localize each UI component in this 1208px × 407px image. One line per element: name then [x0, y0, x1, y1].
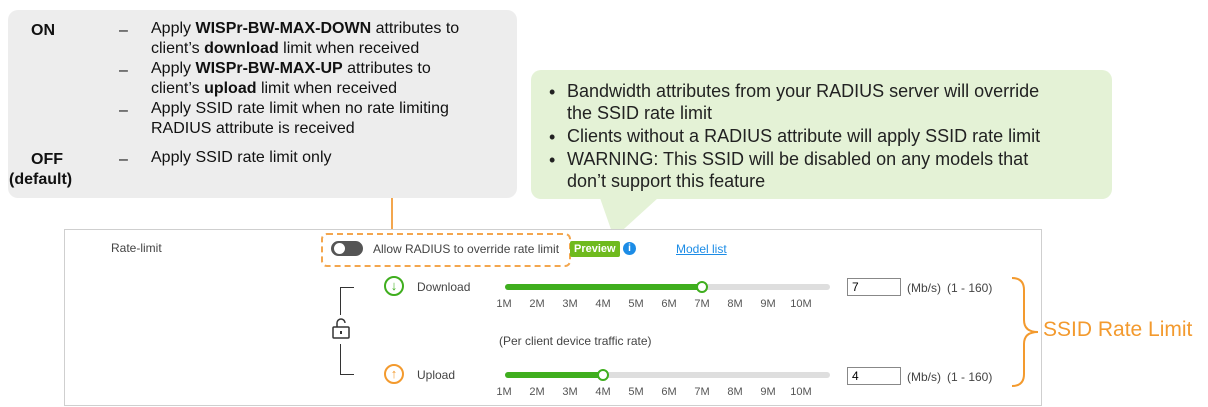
download-slider-thumb[interactable] — [696, 281, 708, 293]
off-key: OFF — [31, 151, 63, 168]
model-list-link[interactable]: Model list — [676, 242, 727, 256]
scale-tick: 8M — [727, 386, 743, 398]
on-item-1-line2: client’s download limit when received — [151, 40, 420, 57]
bracket-top-tick — [340, 287, 354, 288]
callout-item-3-line1: WARNING: This SSID will be disabled on a… — [567, 149, 1029, 169]
bracket-bottom-line — [340, 344, 341, 374]
bracket-top-line — [340, 287, 341, 315]
scale-tick: 1M — [496, 386, 512, 398]
bullet: • — [549, 82, 556, 102]
off-default-label: (default) — [9, 171, 73, 188]
upload-label: Upload — [417, 368, 456, 382]
scale-tick: 2M — [529, 298, 545, 310]
scale-tick: 8M — [727, 298, 743, 310]
download-slider-fill — [505, 284, 702, 290]
scale-tick: 6M — [661, 386, 677, 398]
toggle-knob — [334, 243, 345, 254]
callout-item-2: Clients without a RADIUS attribute will … — [567, 126, 1041, 146]
scale-tick: 9M — [760, 298, 776, 310]
on-item-2-line2: client’s upload limit when received — [151, 80, 397, 97]
upload-slider-track[interactable] — [505, 372, 830, 378]
unlocked-padlock-icon[interactable] — [331, 318, 351, 345]
ssid-rate-limit-annotation: SSID Rate Limit — [1043, 318, 1193, 341]
scale-tick: 7M — [694, 386, 710, 398]
scale-tick: 4M — [595, 298, 611, 310]
scale-tick: 9M — [760, 386, 776, 398]
upload-arrow-icon: ↑ — [384, 364, 404, 384]
radius-callout-box — [531, 70, 1112, 199]
download-range: (1 - 160) — [947, 281, 993, 295]
bullet: • — [549, 150, 556, 170]
dash: – — [119, 102, 128, 119]
annotation-connector — [391, 198, 393, 232]
per-client-note: (Per client device traffic rate) — [499, 334, 652, 348]
upload-slider-fill — [505, 372, 603, 378]
download-label: Download — [417, 280, 471, 294]
scale-tick: 5M — [628, 386, 644, 398]
on-key: ON — [31, 22, 55, 39]
callout-item-1-line1: Bandwidth attributes from your RADIUS se… — [567, 81, 1040, 101]
scale-tick: 4M — [595, 386, 611, 398]
on-item-2-line1: Apply WISPr-BW-MAX-UP attributes to — [151, 60, 431, 77]
rate-limit-label: Rate-limit — [111, 241, 162, 255]
scale-tick: 10M — [790, 386, 812, 398]
preview-badge: Preview — [570, 241, 620, 257]
upload-slider-thumb[interactable] — [597, 369, 609, 381]
toggle-label: Allow RADIUS to override rate limit — [373, 242, 560, 256]
radius-override-explanation-box — [8, 10, 517, 198]
upload-limit-input[interactable] — [847, 367, 901, 385]
scale-tick: 7M — [694, 298, 710, 310]
download-arrow-icon: ↓ — [384, 276, 404, 296]
on-item-3-line1: Apply SSID rate limit when no rate limit… — [151, 100, 449, 117]
callout-item-3-line2: don’t support this feature — [567, 171, 766, 191]
right-brace — [1010, 276, 1042, 393]
upload-range: (1 - 160) — [947, 370, 993, 384]
on-item-1-line1: Apply WISPr-BW-MAX-DOWN attributes to — [151, 20, 460, 37]
dash: – — [119, 151, 128, 168]
download-unit: (Mb/s) — [907, 281, 941, 295]
info-icon[interactable]: i — [623, 242, 636, 255]
bracket-bottom-tick — [340, 374, 354, 375]
callout-item-1-line2: the SSID rate limit — [567, 103, 713, 123]
scale-tick: 5M — [628, 298, 644, 310]
dash: – — [119, 22, 128, 39]
scale-tick: 10M — [790, 298, 812, 310]
scale-tick: 2M — [529, 386, 545, 398]
scale-tick: 3M — [562, 386, 578, 398]
scale-tick: 1M — [496, 298, 512, 310]
bullet: • — [549, 127, 556, 147]
off-item: Apply SSID rate limit only — [151, 149, 332, 166]
dash: – — [119, 62, 128, 79]
on-item-3-line2: RADIUS attribute is received — [151, 120, 355, 137]
upload-unit: (Mb/s) — [907, 370, 941, 384]
scale-tick: 6M — [661, 298, 677, 310]
scale-tick: 3M — [562, 298, 578, 310]
download-limit-input[interactable] — [847, 278, 901, 296]
